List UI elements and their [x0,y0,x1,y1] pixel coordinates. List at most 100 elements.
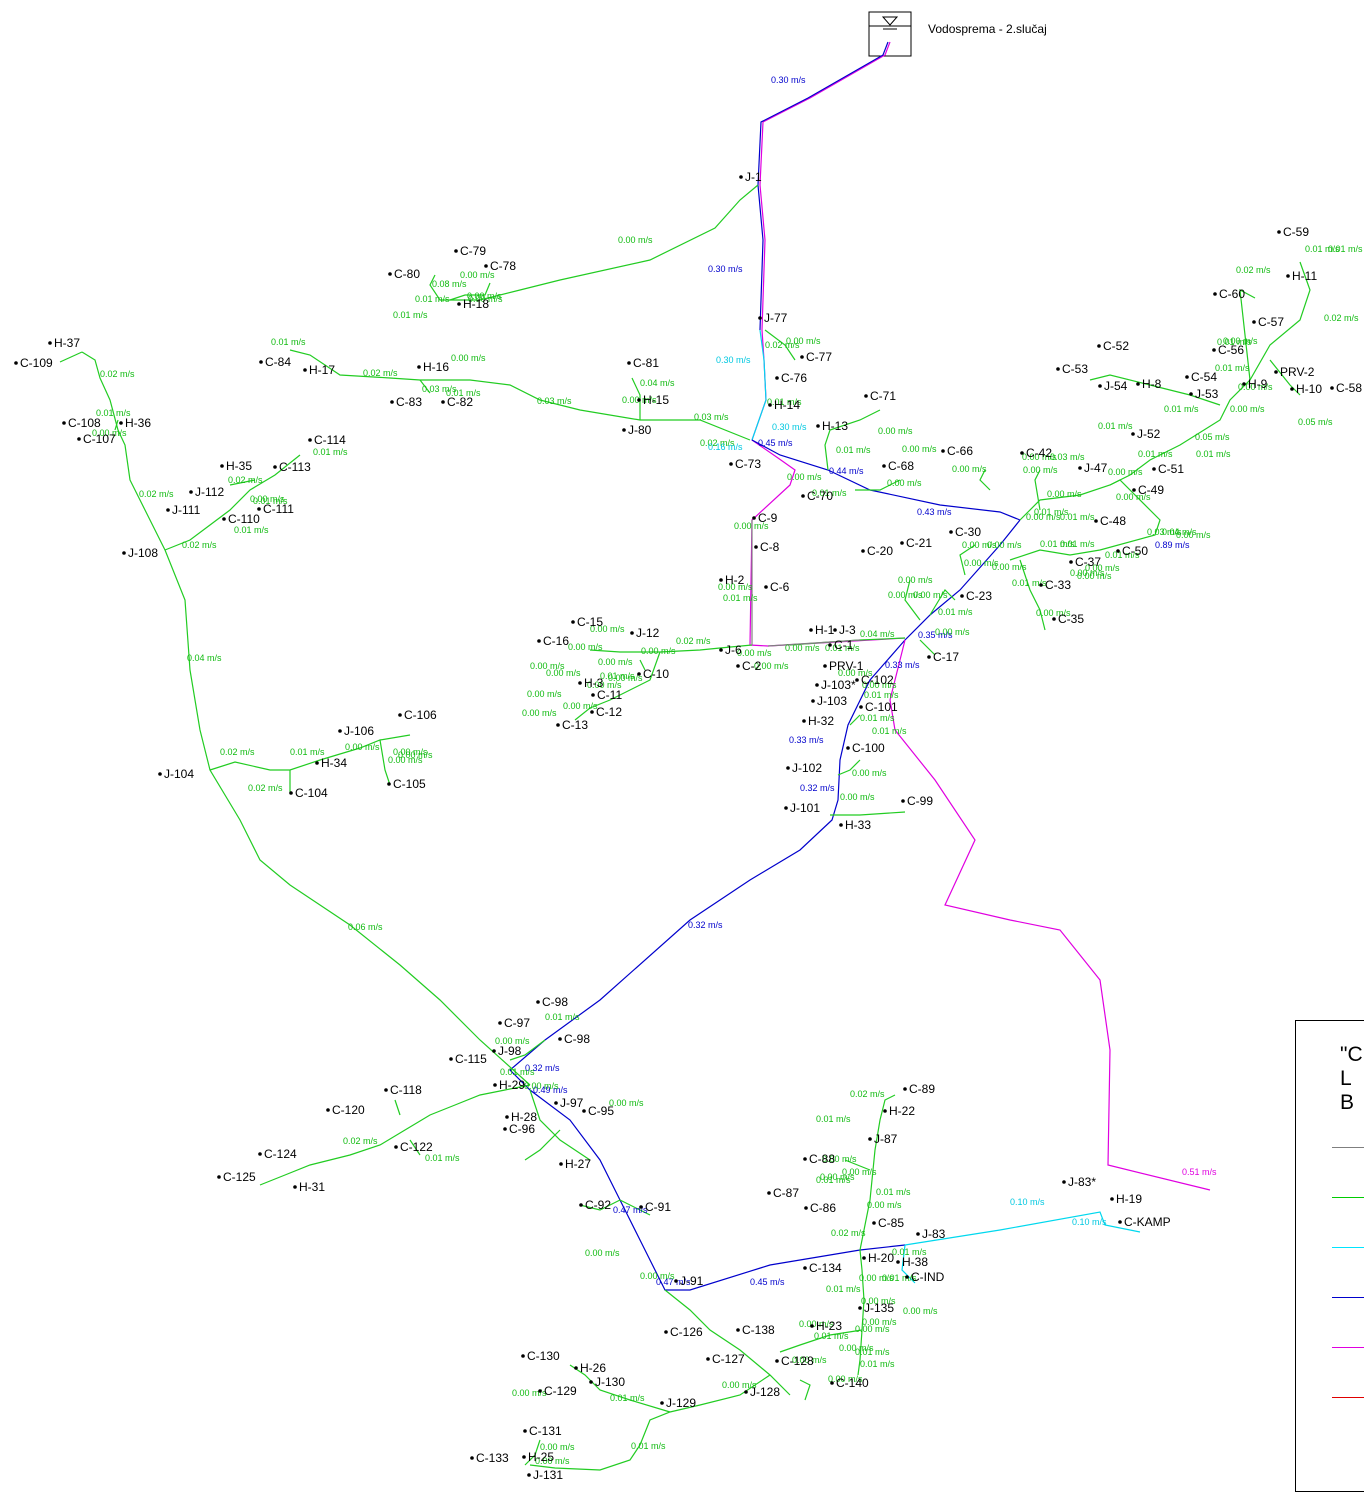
junction-dot[interactable] [744,1390,748,1394]
node-label[interactable]: C-17 [933,650,959,664]
node-label[interactable]: C-81 [633,356,659,370]
junction-dot[interactable] [398,713,402,717]
junction-dot[interactable] [901,799,905,803]
junction-dot[interactable] [166,508,170,512]
junction-dot[interactable] [537,639,541,643]
node-label[interactable]: C-49 [1138,483,1164,497]
node-label[interactable]: H-14 [774,398,800,412]
node-label[interactable]: H-36 [125,416,151,430]
node-label[interactable]: H-20 [868,1251,894,1265]
node-label[interactable]: C-59 [1283,225,1309,239]
junction-dot[interactable] [308,438,312,442]
node-label[interactable]: C-IND [911,1270,945,1284]
node-label[interactable]: C-60 [1219,287,1245,301]
junction-dot[interactable] [839,823,843,827]
node-label[interactable]: H-19 [1116,1192,1142,1206]
junction-dot[interactable] [538,1389,542,1393]
node-label[interactable]: C-138 [742,1323,775,1337]
junction-dot[interactable] [803,1266,807,1270]
node-label[interactable]: C-98 [542,995,568,1009]
node-label[interactable]: C-134 [809,1261,842,1275]
junction-dot[interactable] [828,643,832,647]
node-label[interactable]: H-32 [808,714,834,728]
node-label[interactable]: C-82 [447,395,473,409]
junction-dot[interactable] [1252,320,1256,324]
junction-dot[interactable] [122,551,126,555]
junction-dot[interactable] [801,494,805,498]
node-label[interactable]: C-35 [1058,612,1084,626]
junction-dot[interactable] [574,1366,578,1370]
junction-dot[interactable] [257,507,261,511]
node-label[interactable]: C-57 [1258,315,1284,329]
junction-dot[interactable] [674,1279,678,1283]
junction-dot[interactable] [484,264,488,268]
junction-dot[interactable] [627,361,631,365]
node-label[interactable]: C-77 [806,350,832,364]
junction-dot[interactable] [1274,370,1278,374]
node-label[interactable]: J-52 [1137,427,1161,441]
pipe-gray[interactable] [751,520,861,647]
node-label[interactable]: H-3 [584,676,604,690]
junction-dot[interactable] [767,1191,771,1195]
node-label[interactable]: J-91 [680,1274,704,1288]
junction-dot[interactable] [775,376,779,380]
junction-dot[interactable] [582,1109,586,1113]
junction-dot[interactable] [441,400,445,404]
junction-dot[interactable] [273,465,277,469]
node-label[interactable]: C-111 [263,502,294,516]
node-label[interactable]: C-54 [1191,370,1217,384]
node-label[interactable]: H-18 [463,297,489,311]
node-label[interactable]: C-68 [888,459,914,473]
node-label[interactable]: C-21 [906,536,932,550]
node-label[interactable]: C-129 [544,1384,577,1398]
node-label[interactable]: H-1 [815,623,835,637]
junction-dot[interactable] [859,705,863,709]
node-label[interactable]: C-130 [527,1349,560,1363]
node-label[interactable]: C-13 [562,718,588,732]
junction-dot[interactable] [259,360,263,364]
node-label[interactable]: H-35 [226,459,252,473]
junction-dot[interactable] [1069,560,1073,564]
junction-dot[interactable] [622,428,626,432]
node-label[interactable]: H-16 [423,360,449,374]
node-label[interactable]: H-9 [1248,377,1268,391]
node-label[interactable]: H-15 [643,393,669,407]
node-label[interactable]: J-103* [821,678,856,692]
node-label[interactable]: J-83* [1068,1175,1096,1189]
junction-dot[interactable] [784,806,788,810]
junction-dot[interactable] [1212,348,1216,352]
node-label[interactable]: C-100 [852,741,885,755]
node-label[interactable]: C-48 [1100,514,1126,528]
junction-dot[interactable] [1213,292,1217,296]
node-label[interactable]: C-92 [585,1198,611,1212]
junction-dot[interactable] [1056,367,1060,371]
node-label[interactable]: H-29 [499,1078,525,1092]
node-label[interactable]: C-23 [966,589,992,603]
junction-dot[interactable] [637,672,641,676]
junction-dot[interactable] [846,746,850,750]
junction-dot[interactable] [77,437,81,441]
junction-dot[interactable] [1116,549,1120,553]
node-label[interactable]: H-10 [1296,382,1322,396]
junction-dot[interactable] [527,1473,531,1477]
junction-dot[interactable] [536,1000,540,1004]
node-label[interactable]: J-1 [745,170,762,184]
node-label[interactable]: J-112 [195,485,224,499]
node-label[interactable]: C-88 [809,1152,835,1166]
node-label[interactable]: C-96 [509,1122,535,1136]
junction-dot[interactable] [498,1021,502,1025]
junction-dot[interactable] [1152,467,1156,471]
node-label[interactable]: PRV-1 [829,659,864,673]
junction-dot[interactable] [882,464,886,468]
node-label[interactable]: C-120 [332,1103,365,1117]
node-label[interactable]: C-98 [564,1032,590,1046]
junction-dot[interactable] [916,1232,920,1236]
node-label[interactable]: J-128 [750,1385,780,1399]
junction-dot[interactable] [470,1456,474,1460]
junction-dot[interactable] [222,517,226,521]
node-label[interactable]: H-23 [816,1319,842,1333]
junction-dot[interactable] [639,1205,643,1209]
node-label[interactable]: C-58 [1336,381,1362,395]
junction-dot[interactable] [390,400,394,404]
node-label[interactable]: C-95 [588,1104,614,1118]
